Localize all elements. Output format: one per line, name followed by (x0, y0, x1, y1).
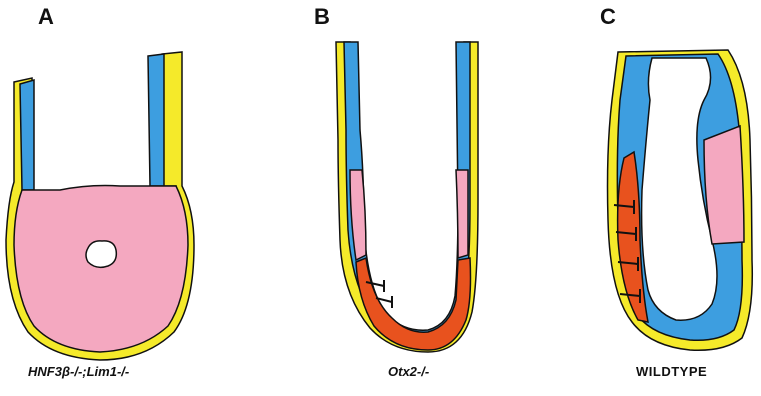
embryo-a-epiblast-left (20, 80, 34, 190)
panel-c-caption: WILDTYPE (636, 364, 707, 379)
embryo-c (608, 50, 753, 350)
embryo-b (336, 42, 478, 352)
panel-a-caption: HNF3β-/-;Lim1-/- (28, 364, 129, 379)
embryo-a (6, 52, 194, 360)
embryo-c-pink-domain (704, 126, 744, 244)
embryo-a-cavity (86, 241, 116, 267)
embryo-a-pink-mass (14, 186, 188, 353)
panel-b-caption: Otx2-/- (388, 364, 429, 379)
embryo-b-pink-right (456, 170, 468, 258)
